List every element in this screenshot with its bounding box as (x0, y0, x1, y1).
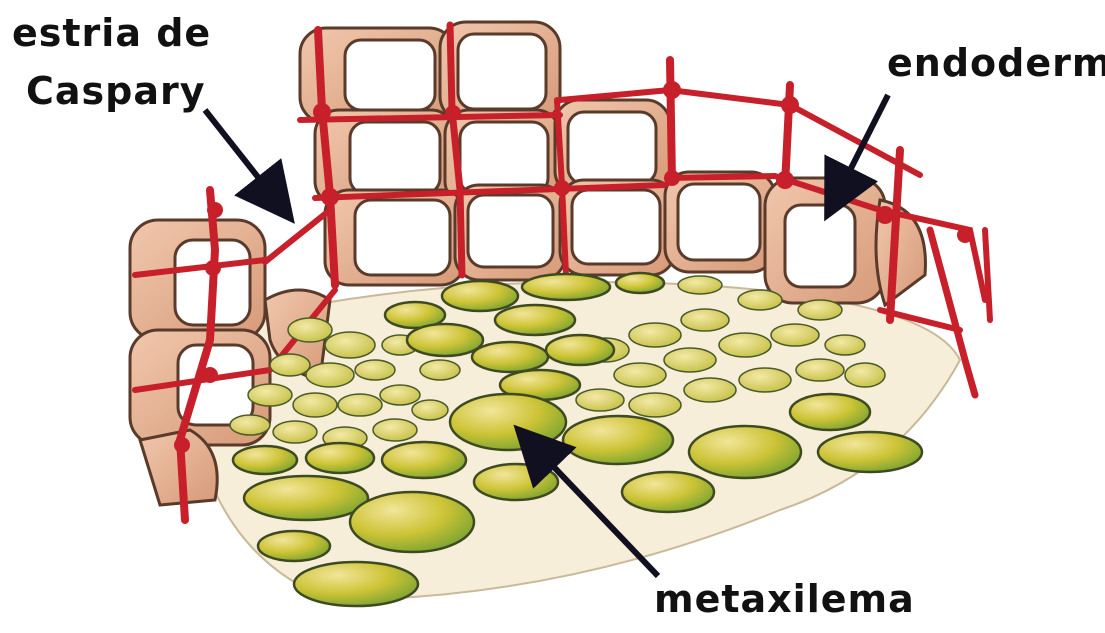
label-metaxylem: metaxilema (654, 578, 915, 622)
endodermis-back-cells (300, 22, 925, 305)
arrow-casparian (205, 110, 280, 205)
label-endodermis: endoderme (887, 42, 1105, 86)
label-casparian-strip-line2: Caspary (26, 70, 206, 114)
label-casparian-strip-line1: estria de (12, 12, 211, 56)
